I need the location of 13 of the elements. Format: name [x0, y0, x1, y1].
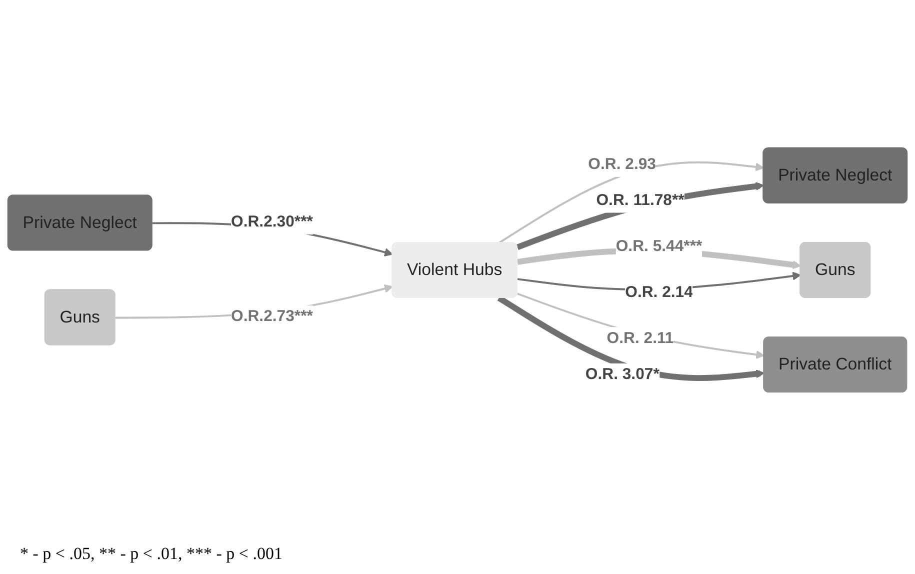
edge-label: O.R.2.30***: [231, 214, 313, 231]
edge-label: O.R. 5.44***: [616, 238, 702, 255]
edge-label: O.R.2.73***: [231, 308, 313, 326]
arrow: [497, 295, 765, 382]
arrow: [516, 182, 764, 250]
edge-label: O.R. 2.11: [606, 330, 674, 347]
edge-label: O.R. 11.78**: [596, 192, 684, 209]
arrow: [517, 292, 765, 359]
edge-label: O.R. 3.07*: [585, 366, 660, 384]
footnote: * - p < .05, ** - p < .01, *** - p < .001: [20, 544, 284, 564]
edge-label: O.R. 2.93: [588, 156, 656, 173]
arrow: [498, 161, 764, 244]
edge-label: O.R. 2.14: [625, 284, 693, 302]
